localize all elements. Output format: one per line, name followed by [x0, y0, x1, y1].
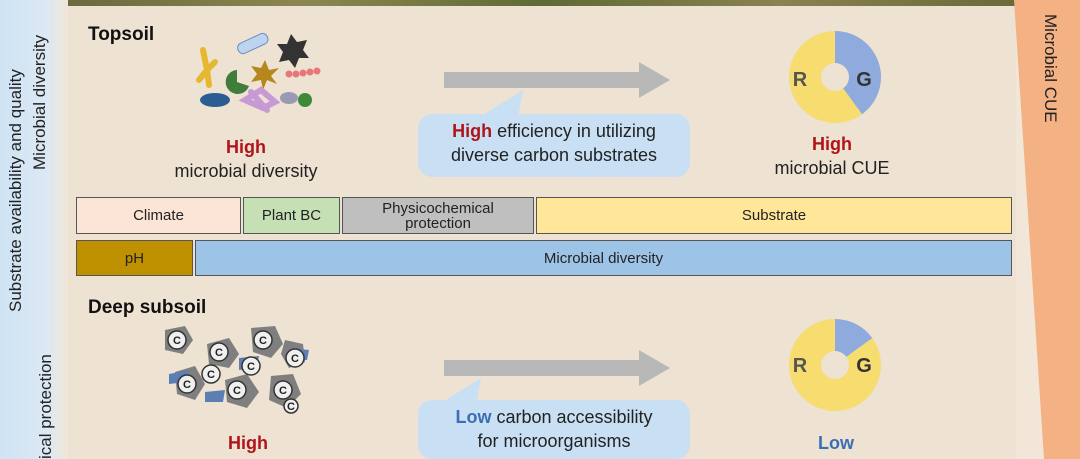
grass-strip: [68, 0, 1016, 6]
topsoil-diversity-level: High: [226, 137, 266, 157]
topsoil-diversity-text: microbial diversity: [174, 161, 318, 181]
subsoil-callout-tail: [436, 378, 481, 406]
svg-text:C: C: [207, 369, 215, 381]
topsoil-pie-g-slice: [835, 31, 881, 115]
topsoil-cue-text: microbial CUE: [774, 158, 890, 178]
topsoil-cue-pie: [789, 31, 881, 123]
protection-axis-label: ical protection: [36, 354, 55, 459]
topsoil-callout-line2: diverse carbon substrates: [450, 145, 658, 165]
svg-text:C: C: [291, 353, 299, 365]
band-climate: Climate: [76, 197, 241, 234]
subsoil-callout-line2: for microorganisms: [477, 431, 631, 451]
topsoil-title: Topsoil: [88, 24, 155, 45]
svg-text:C: C: [215, 347, 223, 359]
subsoil-level: High: [228, 433, 268, 453]
band-substrate: Substrate: [536, 197, 1012, 234]
left-gradient-bar: [0, 0, 68, 459]
subsoil-cue-pie: [789, 319, 881, 411]
topsoil-callout-emphasis: High: [452, 121, 493, 141]
topsoil-callout: High efficiency in utilizing diverse car…: [418, 114, 690, 177]
band-microbial-diversity: Microbial diversity: [195, 240, 1012, 276]
band-plant-bc: Plant BC: [243, 197, 340, 234]
svg-text:C: C: [279, 385, 287, 397]
subsoil-title: Deep subsoil: [88, 297, 207, 318]
substrate-axis-label: Substrate availability and quality: [6, 69, 25, 312]
subsoil-cue-level: Low: [818, 433, 854, 453]
topsoil-pie-g-label: G: [856, 69, 872, 91]
band-ph: pH: [76, 240, 193, 276]
svg-text:C: C: [247, 361, 255, 373]
cue-wedge: [1014, 0, 1080, 459]
subsoil-callout-line1: carbon accessibility: [491, 407, 653, 427]
subsoil-arrow: [444, 350, 670, 386]
svg-text:C: C: [173, 335, 181, 347]
topsoil-arrow: [444, 62, 670, 98]
topsoil-callout-tail: [478, 90, 523, 118]
microbial-diversity-axis-label: Microbial diversity: [30, 34, 49, 170]
topsoil-callout-line1: efficiency in utilizing: [492, 121, 656, 141]
subsoil-callout: Low carbon accessibility for microorgani…: [418, 400, 690, 459]
subsoil-callout-emphasis: Low: [455, 407, 492, 427]
svg-text:C: C: [233, 385, 241, 397]
microbes-illustration: [196, 32, 321, 113]
topsoil-pie-r-label: R: [792, 69, 808, 91]
svg-text:C: C: [183, 379, 191, 391]
subsoil-pie-r-label: R: [792, 355, 808, 377]
topsoil-cue-level: High: [812, 134, 852, 154]
subsoil-pie-g-slice: [835, 319, 873, 365]
subsoil-pie-g-label: G: [856, 355, 872, 377]
microbial-cue-axis-label: Microbial CUE: [1041, 14, 1060, 123]
svg-text:C: C: [259, 335, 267, 347]
svg-text:C: C: [287, 401, 295, 413]
band-physicochemical-protection: Physicochemical protection: [342, 197, 534, 234]
